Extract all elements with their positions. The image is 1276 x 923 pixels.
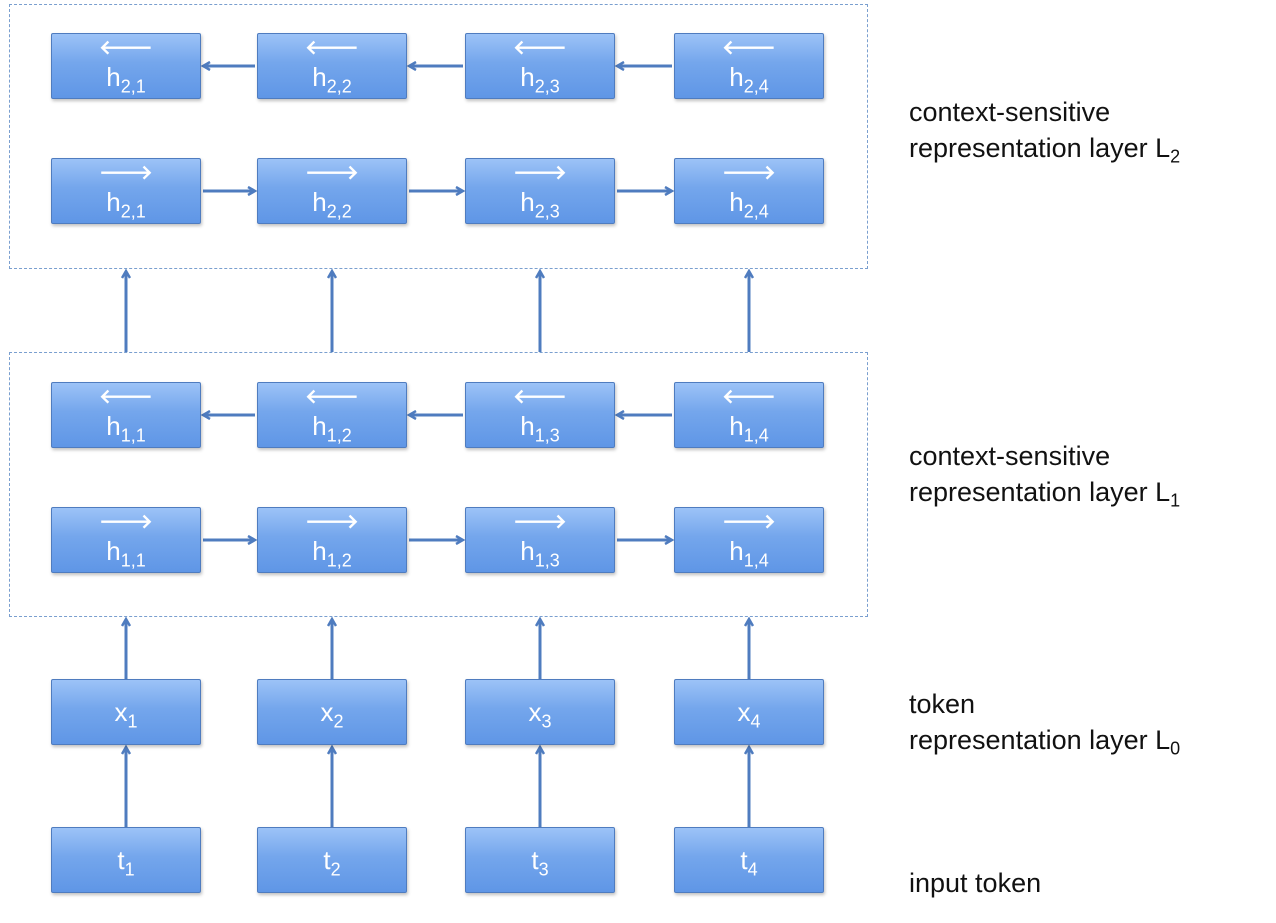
node-h-backward-1-4: 🡐 h1,4 [674,382,824,448]
layer-l2-frame [9,4,868,269]
left-arrow-icon: 🡐 [722,37,776,59]
right-arrow-icon: 🡒 [722,511,776,533]
node-h-forward-2-2: 🡒 h2,2 [257,158,407,224]
left-arrow-icon: 🡐 [305,386,359,408]
layer-l2-label: context-sensitive representation layer L… [909,97,1181,167]
node-h-forward-2-4: 🡒 h2,4 [674,158,824,224]
right-arrow-icon: 🡒 [513,511,567,533]
right-arrow-icon: 🡒 [99,162,153,184]
node-h-backward-1-2: 🡐 h1,2 [257,382,407,448]
right-arrow-icon: 🡒 [305,511,359,533]
right-arrow-icon: 🡒 [722,162,776,184]
left-arrow-icon: 🡐 [513,37,567,59]
left-arrow-icon: 🡐 [99,37,153,59]
node-h-backward-2-1: 🡐 h2,1 [51,33,201,99]
node-t-3: t3 [465,827,615,893]
node-t-1: t1 [51,827,201,893]
right-arrow-icon: 🡒 [513,162,567,184]
node-h-forward-1-2: 🡒 h1,2 [257,507,407,573]
layer-l1-label: context-sensitive representation layer L… [909,441,1181,511]
left-arrow-icon: 🡐 [305,37,359,59]
node-h-backward-2-3: 🡐 h2,3 [465,33,615,99]
node-x-1: x1 [51,679,201,745]
node-h-backward-1-1: 🡐 h1,1 [51,382,201,448]
right-arrow-icon: 🡒 [99,511,153,533]
node-h-backward-2-4: 🡐 h2,4 [674,33,824,99]
node-h-backward-2-2: 🡐 h2,2 [257,33,407,99]
node-t-2: t2 [257,827,407,893]
layer-l0-label: token representation layer L0 [909,689,1181,759]
node-x-2: x2 [257,679,407,745]
right-arrow-icon: 🡒 [305,162,359,184]
node-t-4: t4 [674,827,824,893]
node-h-forward-2-1: 🡒 h2,1 [51,158,201,224]
node-h-backward-1-3: 🡐 h1,3 [465,382,615,448]
left-arrow-icon: 🡐 [99,386,153,408]
node-h-forward-1-4: 🡒 h1,4 [674,507,824,573]
input-token-label: input token [909,868,1042,898]
node-h-forward-2-3: 🡒 h2,3 [465,158,615,224]
node-h-forward-1-1: 🡒 h1,1 [51,507,201,573]
node-h-forward-1-3: 🡒 h1,3 [465,507,615,573]
left-arrow-icon: 🡐 [513,386,567,408]
layer-l1-frame [9,352,868,617]
left-arrow-icon: 🡐 [722,386,776,408]
node-x-4: x4 [674,679,824,745]
node-x-3: x3 [465,679,615,745]
